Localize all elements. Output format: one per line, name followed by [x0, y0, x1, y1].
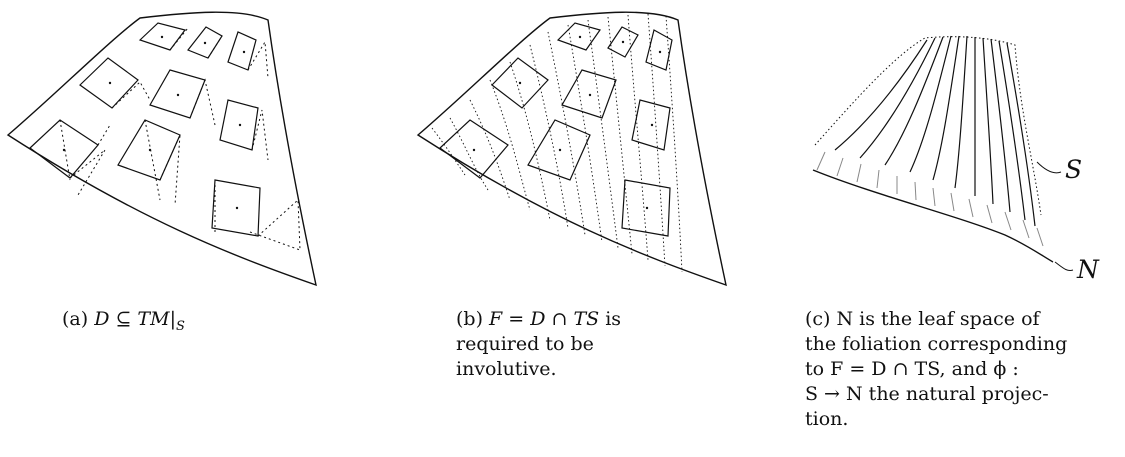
caption-c-line-3: to F = D ∩ TS, and ϕ :	[805, 358, 1019, 380]
panel-c: S N (c) N is the leaf space of the folia…	[805, 0, 1125, 457]
figure-b-foliation	[416, 11, 727, 287]
label-surface-s: S	[1065, 155, 1083, 184]
caption-b: (b) F = D ∩ TS is required to be involut…	[456, 307, 696, 382]
caption-c-line-1: N is the leaf space of	[836, 308, 1040, 330]
caption-c-line-4: S → N the natural projec-	[805, 383, 1049, 405]
panel-a: (a) D ⊆ TM|S	[0, 0, 340, 457]
figure-c-leaf-space	[812, 35, 1074, 271]
figure-a-distribution	[6, 11, 317, 287]
panel-b: (b) F = D ∩ TS is required to be involut…	[410, 0, 750, 457]
caption-b-math: F = D ∩ TS	[489, 308, 600, 330]
caption-a: (a) D ⊆ TM|S	[62, 307, 322, 339]
caption-a-sub: S	[175, 318, 185, 334]
caption-c-line-2: the foliation corresponding	[805, 333, 1068, 355]
caption-c-tag: (c)	[805, 308, 837, 330]
caption-a-math: D ⊆ TM|	[94, 308, 176, 330]
caption-c-tag-text: (c)	[805, 308, 831, 330]
caption-b-tag: (b)	[456, 308, 483, 330]
label-leaf-space-n: N	[1077, 255, 1099, 284]
caption-c-line-5: tion.	[805, 408, 849, 430]
caption-c: (c) N is the leaf space of the foliation…	[805, 307, 1080, 432]
caption-b-rest: is required to be involutive.	[456, 308, 622, 380]
caption-a-tag: (a)	[62, 308, 89, 330]
